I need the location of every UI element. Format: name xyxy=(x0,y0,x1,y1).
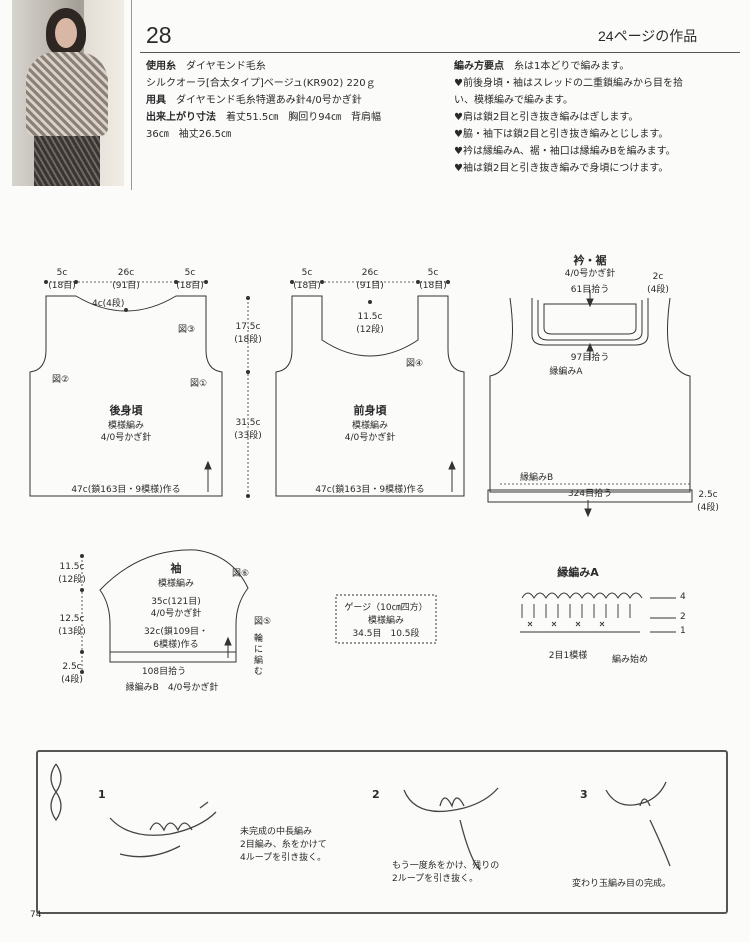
size-detail-2: 36㎝ 袖丈26.5㎝ xyxy=(146,129,231,140)
front-neck-width: 26c(91目) xyxy=(356,268,384,291)
collar-neck-mid xyxy=(537,300,643,341)
collar-pick-mid: 97目拾う xyxy=(570,353,610,363)
back-body-title: 後身頃 xyxy=(109,404,143,417)
body-height: 31.5c(33段) xyxy=(234,418,262,441)
work-reference: 24ページの作品 xyxy=(598,28,698,44)
tutorial-step-3: 3 xyxy=(580,788,588,801)
collar-neck-inner xyxy=(543,303,637,335)
tutorial-step1-drawing xyxy=(109,801,217,858)
yarn-brand: ダイヤモンド毛糸 xyxy=(186,61,266,72)
sleeve-cap-height: 11.5c(12段) xyxy=(58,562,86,585)
tutorial-step-2: 2 xyxy=(372,788,380,801)
collar-title: 衿・裾 xyxy=(573,254,607,267)
gauge-box xyxy=(335,594,437,644)
sleeve-outline xyxy=(99,549,249,653)
hem-height: 2.5c(4段) xyxy=(697,490,719,513)
collar-width: 2c(4段) xyxy=(647,272,669,295)
collar-body-outline xyxy=(489,297,691,493)
tutorial-step2-drawing xyxy=(403,787,499,871)
front-body-title: 前身頃 xyxy=(353,404,387,417)
tutorial-step-1: 1 xyxy=(98,788,106,801)
front-hook: 4/0号かぎ針 xyxy=(344,433,396,443)
hem-edge-b: 縁編みB xyxy=(520,473,554,483)
method-point: ♥袖は鎖2目と引き抜き編みで身頃につけます。 xyxy=(454,163,669,174)
method-point: ♥衿は縁編みA、裾・袖口は縁編みBを編みます。 xyxy=(454,146,676,157)
method-points: 編み方要点 糸は1本どりで編みます。 ♥前後身頃・袖はスレッドの二重鎖編みから目… xyxy=(454,58,750,177)
method-point: ♥肩は鎖2目と引き抜き編みはぎします。 xyxy=(454,112,639,123)
sleeve-cuff-height: 2.5c(4段) xyxy=(61,662,83,685)
edging-a-title: 縁編みA xyxy=(557,566,599,579)
materials-info: 使用糸 ダイヤモンド毛糸 シルクオーラ[合太タイプ]ベージュ(KR902) 22… xyxy=(146,58,442,143)
fig-3-label: 図③ xyxy=(178,325,196,335)
sleeve-pattern: 模様編み xyxy=(157,579,195,589)
back-hook: 4/0号かぎ針 xyxy=(100,433,152,443)
fig-1-label: 図① xyxy=(190,379,208,389)
fig-2-label: 図② xyxy=(52,375,70,385)
yarn-detail: シルクオーラ[合太タイプ]ベージュ(KR902) 220ｇ xyxy=(146,78,376,89)
gauge-value: 34.5目 10.5段 xyxy=(352,629,420,639)
size-detail: 着丈51.5㎝ 胸回り94㎝ 背肩幅 xyxy=(226,112,381,123)
fig-5-label: 図⑤ xyxy=(254,617,272,627)
fig-4-label: 図④ xyxy=(406,359,424,369)
size-label: 出来上がり寸法 xyxy=(146,112,216,123)
fig-6-label: 図⑥ xyxy=(232,569,250,579)
page-number: 74 xyxy=(30,910,42,920)
armhole-height: 17.5c(18段) xyxy=(234,322,262,345)
sleeve-hook: 4/0号かぎ針 xyxy=(150,609,202,619)
front-shoulder-right: 5c(18目) xyxy=(419,268,447,291)
gauge-title: ゲージ（10㎝四方） xyxy=(344,603,428,613)
tools-detail: ダイヤモンド毛糸特選あみ針4/0号かぎ針 xyxy=(176,95,362,106)
yarn-label: 使用糸 xyxy=(146,61,176,72)
back-shoulder-right: 5c(18目) xyxy=(176,268,204,291)
sleeve-cuff xyxy=(109,651,237,663)
collar-edge-a: 縁編みA xyxy=(549,367,583,377)
edging-a-chart xyxy=(520,592,676,633)
collar-pick-top: 61目拾う xyxy=(570,285,610,295)
sleeve-ring: 輪に編む xyxy=(254,634,264,677)
back-neck-depth: 4c(4段) xyxy=(92,299,125,309)
front-body-outline xyxy=(275,295,465,497)
edging-row-2: 2 xyxy=(680,612,686,622)
sleeve-title: 袖 xyxy=(170,562,182,575)
back-pattern: 模様編み xyxy=(107,421,145,431)
front-neck-depth: 11.5c(12段) xyxy=(356,312,384,335)
tutorial-symbol xyxy=(50,763,62,822)
edging-repeat: 2目1模様 xyxy=(548,651,588,661)
gauge-pattern: 模様編み xyxy=(367,616,405,626)
pattern-number: 28 xyxy=(146,22,172,48)
back-body-outline xyxy=(29,295,223,497)
method-point: ♥前後身頃・袖はスレッドの二重鎖編みから目を拾 xyxy=(454,78,683,89)
front-shoulder-left: 5c(18目) xyxy=(293,268,321,291)
method-point: い、模様編みで編みます。 xyxy=(454,95,573,106)
back-shoulder-left: 5c(18目) xyxy=(48,268,76,291)
sleeve-pick: 108目拾う xyxy=(141,667,187,677)
tutorial-panel xyxy=(36,750,728,914)
collar-hook: 4/0号かぎ針 xyxy=(564,269,616,279)
method-label: 編み方要点 xyxy=(454,61,504,72)
model-photo xyxy=(12,0,124,186)
sleeve-bottom-width: 32c(鎖109目・6模様)作る xyxy=(143,627,209,650)
edging-row-1: 1 xyxy=(680,626,686,636)
front-bottom-width: 47c(鎖163目・9模様)作る xyxy=(315,485,425,495)
edging-start: 編み始め xyxy=(612,655,649,665)
photo-divider xyxy=(131,0,132,190)
tutorial-step-3-text: 変わり玉編み目の完成。 xyxy=(572,879,672,889)
hem-pick: 324目拾う xyxy=(567,489,613,499)
front-pattern: 模様編み xyxy=(351,421,389,431)
tutorial-step3-drawing xyxy=(605,781,671,867)
back-bottom-width: 47c(鎖163目・9模様)作る xyxy=(71,485,181,495)
tools-label: 用具 xyxy=(146,95,166,106)
sleeve-top-width: 35c(121目) xyxy=(151,597,201,607)
sleeve-body-height: 12.5c(13段) xyxy=(58,614,86,637)
method-point: ♥脇・袖下は鎖2目と引き抜き編みとじします。 xyxy=(454,129,669,140)
back-neck-width: 26c(91目) xyxy=(112,268,140,291)
edging-row-4: 4 xyxy=(680,592,686,602)
method-intro: 糸は1本どりで編みます。 xyxy=(514,61,630,72)
sleeve-edge: 縁編みB 4/0号かぎ針 xyxy=(125,683,219,693)
hem-band xyxy=(487,489,693,503)
header-rule xyxy=(140,52,740,53)
